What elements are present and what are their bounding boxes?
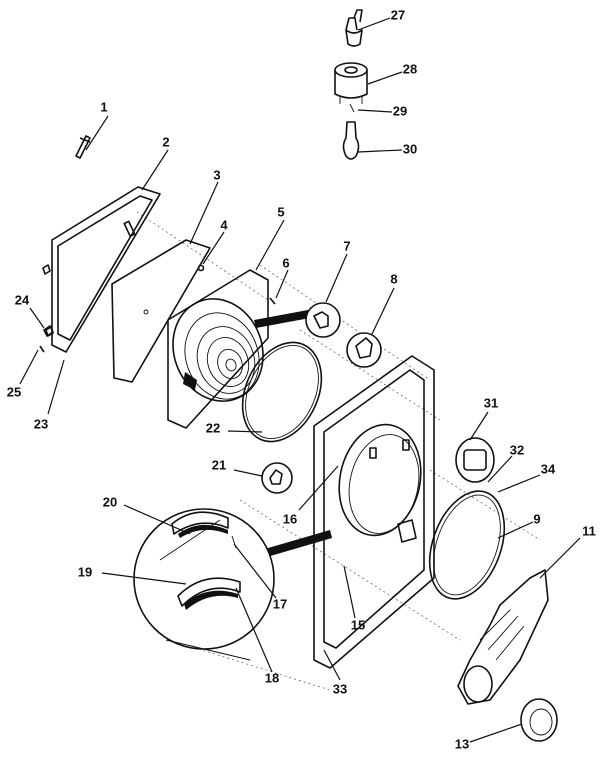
callout-label-22: 22 — [206, 420, 220, 435]
part-1-clip — [75, 135, 91, 159]
callout-label-9: 9 — [533, 511, 540, 526]
callout-label-28: 28 — [403, 61, 417, 76]
part-8-latch — [346, 332, 382, 368]
callout-label-25: 25 — [7, 384, 21, 399]
panel-hole — [143, 309, 149, 315]
part-5-door-liner — [167, 269, 269, 429]
callout-label-15: 15 — [351, 617, 365, 632]
detail-magnifier — [133, 508, 332, 661]
callout-label-6: 6 — [282, 255, 289, 270]
part-9-seal-ring — [428, 490, 506, 600]
callout-label-24: 24 — [15, 292, 30, 307]
part-13-ring — [520, 698, 558, 742]
callout-label-21: 21 — [212, 457, 226, 472]
callout-label-13: 13 — [455, 736, 469, 751]
part-3-panel — [111, 239, 211, 383]
part-31-vent — [455, 437, 495, 483]
part-7-hinge — [254, 302, 341, 338]
leader-lines — [19, 17, 581, 743]
callout-label-30: 30 — [403, 141, 417, 156]
callout-label-19: 19 — [78, 564, 92, 579]
callout-label-18: 18 — [265, 670, 279, 685]
part-21-catch — [261, 462, 293, 494]
callout-label-11: 11 — [582, 523, 596, 538]
part-22-gasket — [241, 341, 323, 443]
callout-label-23: 23 — [34, 416, 48, 431]
callout-label-34: 34 — [541, 461, 556, 476]
part-6-screw — [269, 297, 276, 305]
callout-label-4: 4 — [220, 217, 228, 232]
callout-label-20: 20 — [103, 494, 117, 509]
part-33-front-panel — [313, 355, 435, 669]
callout-label-33: 33 — [333, 681, 347, 696]
callout-labels: 1234567891113151617181920212223242527282… — [7, 7, 596, 751]
callout-label-32: 32 — [510, 442, 524, 457]
door-hardware — [39, 325, 54, 353]
callout-label-1: 1 — [100, 99, 107, 114]
callout-label-5: 5 — [277, 204, 284, 219]
callout-label-17: 17 — [273, 596, 287, 611]
part-4-screw — [197, 264, 205, 272]
part-11-duct — [457, 569, 549, 705]
callout-label-27: 27 — [391, 7, 405, 22]
callout-label-7: 7 — [343, 238, 350, 253]
part-2-door-frame — [42, 186, 161, 353]
callout-label-31: 31 — [484, 395, 498, 410]
assembly-guide-lines — [136, 211, 541, 691]
callout-label-2: 2 — [162, 134, 169, 149]
callout-label-3: 3 — [213, 167, 220, 182]
callout-label-16: 16 — [283, 511, 297, 526]
callout-label-29: 29 — [393, 103, 407, 118]
lamp-socket-assembly — [334, 9, 368, 160]
callout-label-8: 8 — [390, 271, 397, 286]
